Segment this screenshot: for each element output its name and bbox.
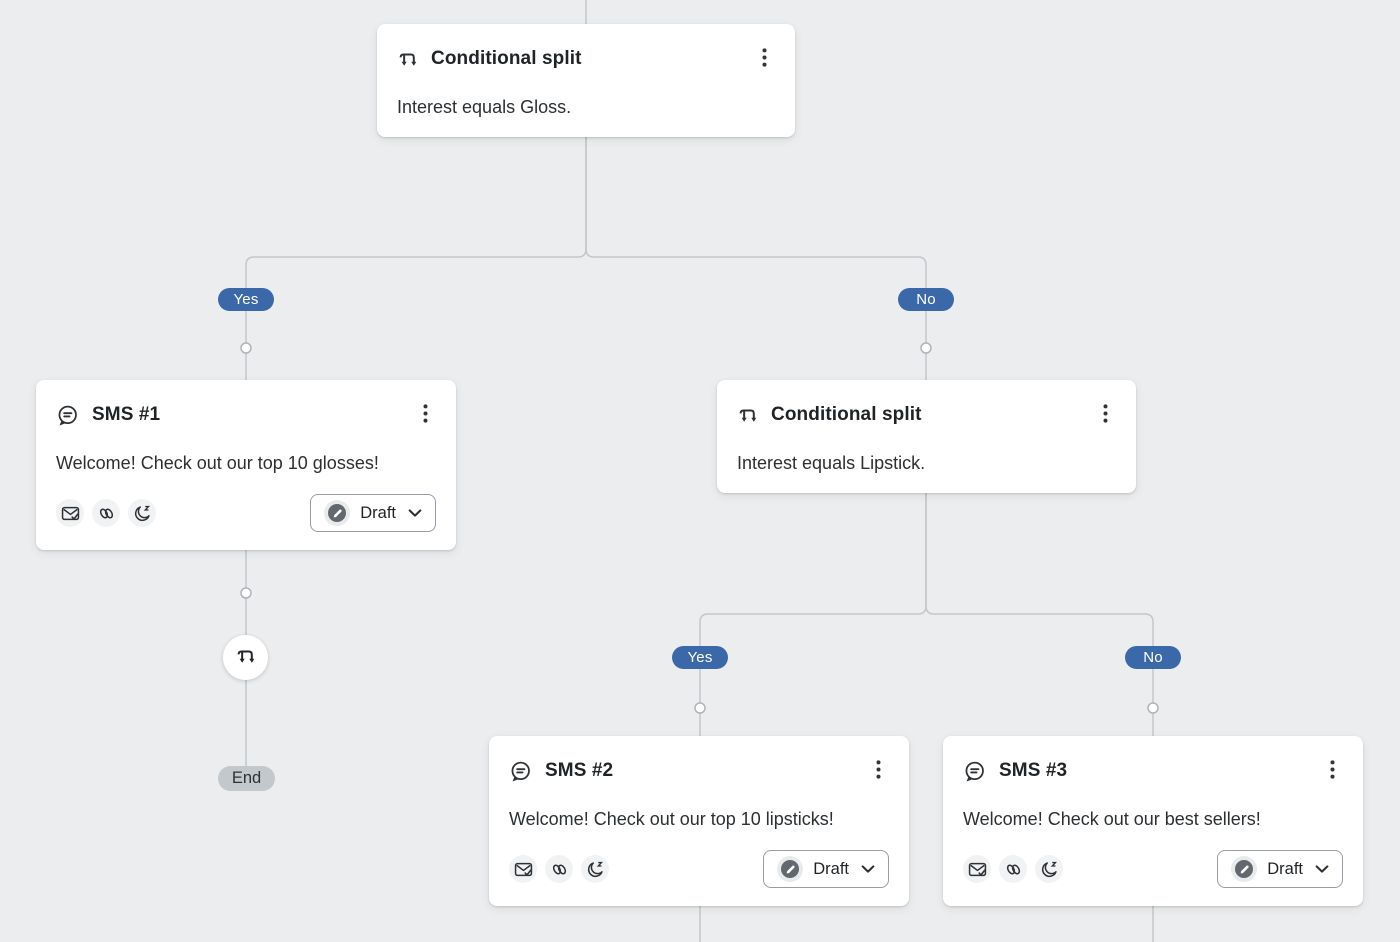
node-title: Conditional split — [431, 48, 582, 69]
conditional-split-card-1[interactable]: Conditional split Interest equals Gloss. — [377, 24, 795, 137]
utm-tracking-icon — [999, 855, 1027, 883]
chevron-down-icon — [861, 865, 875, 873]
status-dropdown[interactable]: Draft — [310, 494, 436, 532]
status-dropdown[interactable]: Draft — [1217, 850, 1343, 888]
kebab-menu-icon — [876, 760, 881, 782]
quiet-hours-icon — [128, 499, 156, 527]
card-footer: Draft — [56, 494, 436, 532]
card-header: SMS #2 — [509, 759, 889, 783]
node-title: SMS #2 — [545, 760, 614, 781]
utm-tracking-icon — [545, 855, 573, 883]
split-condition-text: Interest equals Lipstick. — [737, 453, 926, 473]
quiet-hours-icon — [581, 855, 609, 883]
conditional-split-icon — [737, 406, 758, 425]
branch-label-no: No — [898, 288, 954, 311]
connector-dot — [694, 702, 706, 714]
conditional-split-card-2[interactable]: Conditional split Interest equals Lipsti… — [717, 380, 1136, 493]
draft-pencil-icon — [1231, 856, 1258, 882]
kebab-menu-icon — [762, 48, 767, 70]
kebab-menu-button[interactable] — [1095, 402, 1116, 428]
kebab-menu-button[interactable] — [868, 758, 889, 784]
connector-dot — [1147, 702, 1159, 714]
connector-split1-no — [585, 137, 927, 380]
setting-indicators — [509, 855, 609, 883]
node-title: SMS #1 — [92, 404, 161, 425]
end-badge: End — [218, 766, 275, 791]
connector-dot — [240, 342, 252, 354]
card-footer: Draft — [963, 850, 1343, 888]
split-condition-text: Interest equals Gloss. — [397, 97, 572, 117]
quiet-hours-icon — [1035, 855, 1063, 883]
collapsed-split-node[interactable] — [223, 635, 268, 680]
card-header: Conditional split — [397, 47, 775, 71]
conditional-split-icon — [397, 50, 418, 69]
conditional-split-icon — [235, 647, 256, 669]
kebab-menu-icon — [1330, 760, 1335, 782]
connector-dot — [920, 342, 932, 354]
utm-tracking-icon — [92, 499, 120, 527]
card-header: SMS #3 — [963, 759, 1343, 783]
sms-message-text: Welcome! Check out our top 10 glosses! — [56, 453, 379, 473]
branch-label-no: No — [1125, 646, 1181, 669]
sms-message-icon — [963, 760, 986, 783]
sms-card-1[interactable]: SMS #1 Welcome! Check out our top 10 glo… — [36, 380, 456, 550]
node-title: SMS #3 — [999, 760, 1068, 781]
sms-message-text: Welcome! Check out our top 10 lipsticks! — [509, 809, 834, 829]
kebab-menu-button[interactable] — [415, 402, 436, 428]
status-dropdown[interactable]: Draft — [763, 850, 889, 888]
connector-dot — [240, 587, 252, 599]
connector-split2-no — [925, 493, 1154, 736]
chevron-down-icon — [1315, 865, 1329, 873]
branch-label-yes: Yes — [218, 288, 274, 311]
card-header: SMS #1 — [56, 403, 436, 427]
sms-message-icon — [56, 404, 79, 427]
connector-split2-yes — [699, 493, 927, 736]
setting-indicators — [56, 499, 156, 527]
kebab-menu-button[interactable] — [754, 46, 775, 72]
node-title: Conditional split — [771, 404, 922, 425]
branch-label-yes: Yes — [672, 646, 728, 669]
connector-split1-yes — [245, 137, 587, 380]
chevron-down-icon — [408, 509, 422, 517]
smart-sending-icon — [56, 499, 84, 527]
sms-card-2[interactable]: SMS #2 Welcome! Check out our top 10 lip… — [489, 736, 909, 906]
smart-sending-icon — [509, 855, 537, 883]
kebab-menu-icon — [423, 404, 428, 426]
card-header: Conditional split — [737, 403, 1116, 427]
card-footer: Draft — [509, 850, 889, 888]
status-label: Draft — [813, 859, 849, 878]
draft-pencil-icon — [777, 856, 804, 882]
draft-pencil-icon — [324, 500, 351, 526]
sms-card-3[interactable]: SMS #3 Welcome! Check out our best selle… — [943, 736, 1363, 906]
sms-message-icon — [509, 760, 532, 783]
kebab-menu-icon — [1103, 404, 1108, 426]
smart-sending-icon — [963, 855, 991, 883]
sms-message-text: Welcome! Check out our best sellers! — [963, 809, 1261, 829]
status-label: Draft — [1267, 859, 1303, 878]
setting-indicators — [963, 855, 1063, 883]
status-label: Draft — [360, 503, 396, 522]
kebab-menu-button[interactable] — [1322, 758, 1343, 784]
